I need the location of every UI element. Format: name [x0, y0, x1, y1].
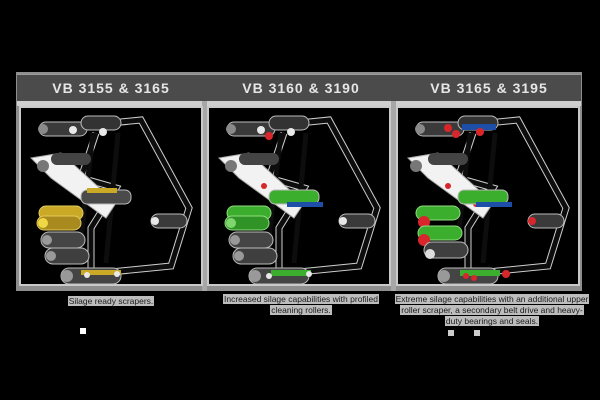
model-title-2: VB 3160 & 3190 [242, 80, 360, 96]
panel-divider [391, 101, 396, 291]
model-diagram-3 [396, 106, 580, 286]
model-caption-2: Increased silage capabilities with profi… [220, 294, 382, 316]
header-band [17, 101, 581, 106]
model-diagram-2 [207, 106, 391, 286]
model-caption-3: Extreme silage capabilities with an addi… [393, 294, 591, 327]
comparison-header: VB 3155 & 3165 VB 3160 & 3190 VB 3165 & … [17, 74, 581, 101]
stray-pixel-artifact [448, 330, 454, 336]
model-diagram-1 [19, 106, 203, 286]
baler-belt-diagram-icon [29, 115, 193, 284]
stray-pixel-artifact [474, 330, 480, 336]
stray-pixel-artifact [80, 328, 86, 334]
caption-text: Increased silage capabilities with profi… [222, 294, 380, 315]
caption-text: Extreme silage capabilities with an addi… [394, 294, 590, 326]
model-title-3: VB 3165 & 3195 [430, 80, 548, 96]
model-caption-1: Silage ready scrapers. [20, 296, 202, 307]
panel-divider [202, 101, 207, 291]
baler-belt-diagram-icon [406, 115, 570, 284]
model-title-1: VB 3155 & 3165 [52, 80, 170, 96]
baler-belt-diagram-icon [217, 115, 381, 284]
caption-text: Silage ready scrapers. [67, 296, 155, 306]
